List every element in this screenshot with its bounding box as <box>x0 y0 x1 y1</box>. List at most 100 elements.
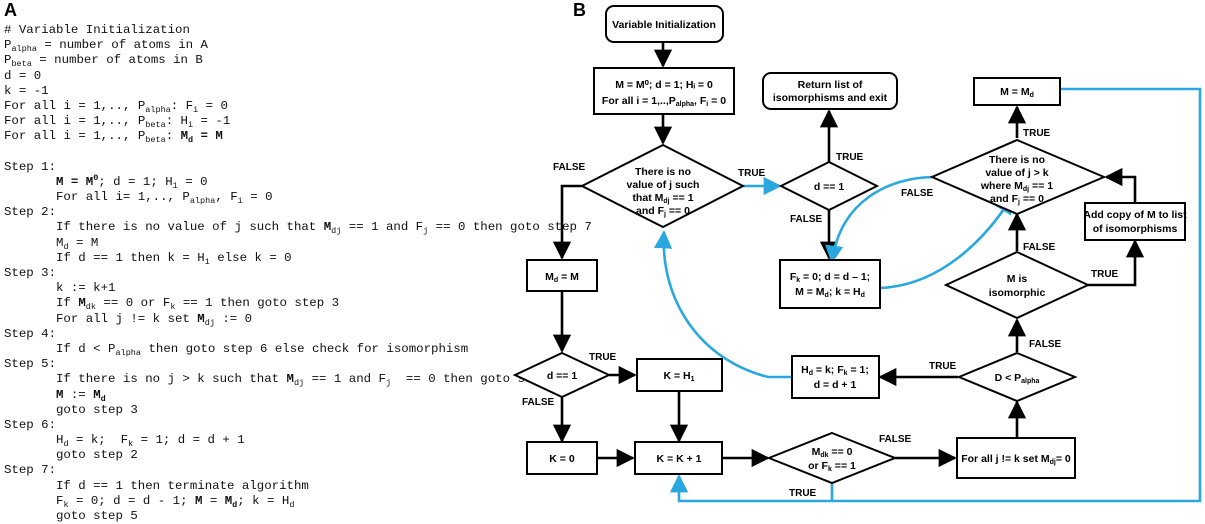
text-mdk-line1: Mdk == 0 <box>812 446 853 459</box>
text-mdk-line2: or Fk == 1 <box>808 460 856 473</box>
for-all-j-sub-dj: dj <box>1050 459 1056 466</box>
edge-mdk-true-to-kinc <box>669 474 834 503</box>
k-eq-h1-part1: K = H <box>663 370 690 382</box>
code-line: goto step 3 <box>56 402 138 417</box>
code-line: k := k+1 <box>56 281 116 296</box>
code-line: # Variable Initialization <box>4 23 190 37</box>
m-eq-md-sub-d: d <box>1030 92 1034 99</box>
code-line: M = M0; d = 1; H1 = 0 <box>56 172 208 191</box>
edge-mmd-to-kinc <box>832 87 1202 503</box>
backtrack-part1: F <box>790 271 797 283</box>
node-decision-no-j <box>579 143 746 229</box>
init-step-sub-alpha: alpha <box>676 101 694 108</box>
backtrack-part4: ; k = H <box>829 286 861 298</box>
mdk-sub-dk: dk <box>820 452 828 459</box>
text-add-copy-line2: of isomorphisms <box>1093 223 1178 235</box>
text-hd-box-line1: Hd = k; Fk = 1; <box>801 364 869 377</box>
init-step-part2: , F <box>694 95 707 107</box>
text-no-j-line3: that Mdj == 1 <box>632 192 693 205</box>
code-line: M := Md <box>56 387 106 404</box>
no-j-sub-j: j <box>663 211 666 218</box>
text-add-copy-line1: Add copy of M to list <box>1083 209 1187 221</box>
label-false-iso: FALSE <box>1023 242 1056 253</box>
code-line: Fk = 0; d = d - 1; M = Md; k = Hd <box>56 493 295 510</box>
code-line: For all i = 1,.., Pbeta: Md = M <box>4 129 223 146</box>
code-line: If d < Palpha then goto step 6 else chec… <box>56 341 469 358</box>
no-j-part1: that M <box>632 192 663 204</box>
code-line: Hd = k; Fk = 1; d = d + 1 <box>56 433 245 450</box>
edge-backtrack-to-nojgtk <box>880 195 1014 290</box>
code-line: For all j != k set Mdj := 0 <box>56 311 253 328</box>
panel-label-a: A <box>4 0 17 20</box>
text-backtrack-line1: Fk = 0; d = d – 1; <box>790 271 870 284</box>
text-backtrack-line2: M = Md; k = Hd <box>795 286 865 299</box>
code-line: d = 0 <box>4 68 42 83</box>
label-true-dlt: TRUE <box>929 361 957 372</box>
text-return-list-line1: Return list of <box>798 79 863 91</box>
text-for-all-j: For all j != k set Mdj= 0 <box>961 453 1071 466</box>
node-mdk-check <box>766 431 898 485</box>
blue-edges <box>653 87 1202 503</box>
node-d-eq-1-mid <box>512 351 612 399</box>
no-j-gt-k-sub-j: j <box>1017 199 1020 206</box>
code-line: Step 3: <box>4 266 57 280</box>
label-false-dmid: FALSE <box>522 397 555 408</box>
code-line: goto step 2 <box>56 448 138 463</box>
hd-box-sub-d: d <box>809 370 813 377</box>
no-j-gt-k-part1: where M <box>980 180 1023 192</box>
code-line: If Mdk == 0 or Fk == 1 then goto step 3 <box>56 296 340 313</box>
mdk-part3: or F <box>808 460 828 472</box>
label-false-dtop: FALSE <box>790 214 823 225</box>
no-j-gt-k-part2: == 1 <box>1029 180 1053 192</box>
text-no-j-gt-k-line4: and Fj == 0 <box>990 193 1044 206</box>
text-k-eq-0: K = 0 <box>549 453 575 465</box>
code-line: Palpha = number of atoms in A <box>4 38 208 55</box>
text-no-j-gt-k-line1: There is no <box>989 154 1045 166</box>
text-no-j-gt-k-line3: where Mdj == 1 <box>980 180 1053 193</box>
node-md-eq-m <box>526 259 598 292</box>
code-line: If there is no value of j such that Mdj … <box>56 220 592 237</box>
node-return-list <box>762 72 898 110</box>
text-md-eq-m: Md = M <box>545 271 579 284</box>
node-for-all-j <box>956 437 1076 479</box>
no-j-part3: and F <box>636 205 665 217</box>
hd-box-part1: H <box>801 364 809 376</box>
panel-label-b: B <box>573 0 586 20</box>
label-true-iso: TRUE <box>1091 269 1119 280</box>
code-line: Step 6: <box>4 417 57 432</box>
code-line: If d == 1 then k = H1 else k = 0 <box>56 250 292 267</box>
flowchart: Variable Initialization M = M⁰; d = 1; H… <box>512 5 1202 503</box>
node-d-lt-palpha <box>956 351 1078 403</box>
text-init-step-line2: For all i = 1,..,Palpha, Fi = 0 <box>602 95 726 108</box>
backtrack-sub-d2: d <box>861 292 865 299</box>
node-k-inc <box>634 441 723 475</box>
no-j-gt-k-part3: and F <box>990 193 1019 205</box>
text-is-iso-line1: M is <box>1007 273 1028 285</box>
mdk-part4: == 1 <box>832 460 856 472</box>
label-true-nojgtk: TRUE <box>1023 128 1051 139</box>
d-lt-palpha-part1: D < P <box>995 372 1022 384</box>
text-k-inc: K = K + 1 <box>657 453 702 465</box>
label-true-dmid: TRUE <box>589 352 617 363</box>
label-false-dlt: FALSE <box>1029 339 1062 350</box>
backtrack-part2: = 0; d = d – 1; <box>800 271 870 283</box>
md-eq-m-sub-d: d <box>554 277 558 284</box>
text-no-j-line2: value of j such <box>627 179 700 191</box>
code-line: For all i = 1,.., Pbeta: Hi = -1 <box>4 114 231 131</box>
black-edges <box>552 42 1145 468</box>
code-line: goto step 5 <box>56 509 138 523</box>
no-j-part2: == 1 <box>670 192 694 204</box>
no-j-sub-dj: dj <box>663 198 669 205</box>
hd-box-part3: = 1; <box>848 364 869 376</box>
text-hd-box-line2: d = d + 1 <box>814 379 857 391</box>
node-add-copy <box>1084 202 1186 241</box>
backtrack-part3: M = M <box>795 286 825 298</box>
d-lt-palpha-sub-alpha: alpha <box>1021 378 1039 385</box>
code-line: Pbeta = number of atoms in B <box>4 53 203 70</box>
no-j-gt-k-part4: == 0 <box>1020 193 1044 205</box>
text-no-j-line4: and Fj == 0 <box>636 205 690 218</box>
code-line: Step 5: <box>4 357 57 372</box>
init-step-part3: = 0 <box>708 95 726 107</box>
md-eq-m-part2: = M <box>558 271 579 283</box>
